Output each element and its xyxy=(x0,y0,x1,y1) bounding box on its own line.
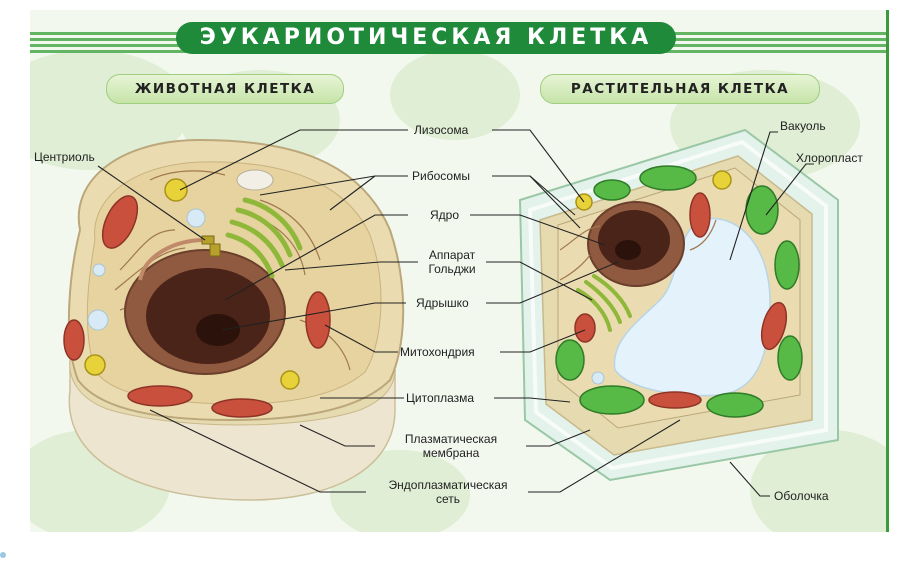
corner-dot xyxy=(0,552,6,558)
leader-vacuole xyxy=(729,131,778,261)
animal-lysosomes xyxy=(84,178,300,390)
leader-golgi-animal xyxy=(284,261,418,271)
leader-nucleus-plant xyxy=(470,214,606,246)
animal-cell xyxy=(63,138,405,501)
leader-golgi-plant xyxy=(486,261,593,301)
plant-wall-highlight xyxy=(527,139,828,471)
leader-nucleolus-animal xyxy=(221,302,406,331)
animal-nucleolus xyxy=(196,314,240,346)
animal-centriole xyxy=(201,235,221,257)
label-golgi-line-2: Гольджи xyxy=(428,262,476,276)
leader-membrane-animal xyxy=(299,424,375,447)
label-wall: Оболочка xyxy=(774,489,829,503)
leader-nucleus-animal xyxy=(224,214,408,301)
label-nucleolus: Ядрышко xyxy=(416,296,469,310)
plant-er xyxy=(559,219,717,281)
leader-centriole xyxy=(97,165,206,241)
leader-wall xyxy=(729,461,770,497)
plant-mitochondria xyxy=(574,192,788,409)
leader-cytoplasm-plant xyxy=(494,397,571,403)
label-er-line-2: сеть xyxy=(435,492,461,506)
plant-golgi xyxy=(576,274,632,332)
animal-cell-title: ЖИВОТНАЯ КЛЕТКА xyxy=(106,74,344,104)
plant-chloroplasts xyxy=(555,165,803,418)
leader-lines xyxy=(97,129,814,497)
label-ribosomes: Рибосомы xyxy=(412,169,470,183)
label-er-line-1: Эндоплазматическая xyxy=(388,478,508,492)
plant-cell-title: РАСТИТЕЛЬНАЯ КЛЕТКА xyxy=(540,74,820,104)
leader-mitochondria-animal xyxy=(324,324,398,353)
leader-lysosome-animal xyxy=(179,129,408,191)
leader-nucleolus-plant xyxy=(486,261,619,304)
animal-vesicles xyxy=(87,169,274,331)
leader-lysosome-plant xyxy=(492,129,585,203)
label-golgi: Аппарат Гольджи xyxy=(420,248,484,276)
leader-ribosomes-animal-2 xyxy=(329,175,376,211)
label-membrane-line-2: мембрана xyxy=(422,446,480,460)
label-chloroplast: Хлоропласт xyxy=(796,151,863,165)
label-nucleus: Ядро xyxy=(430,208,460,222)
label-er: Эндоплазматическая сеть xyxy=(366,478,530,506)
leader-chloroplast xyxy=(765,163,814,216)
label-golgi-line-1: Аппарат xyxy=(428,248,476,262)
label-cytoplasm: Цитоплазма xyxy=(406,391,475,405)
animal-nuclear-pore-rim xyxy=(138,238,206,281)
bg-blob xyxy=(390,50,520,140)
leader-membrane-plant xyxy=(526,429,591,447)
label-membrane-line-1: Плазматическая xyxy=(404,432,498,446)
leader-mitochondria-plant xyxy=(500,329,586,353)
label-lysosome: Лизосома xyxy=(414,123,469,137)
plant-cell xyxy=(518,128,839,482)
page-title: ЭУКАРИОТИЧЕСКАЯ КЛЕТКА xyxy=(176,22,676,54)
animal-mitochondria xyxy=(63,195,331,418)
label-plasma-membrane: Плазматическая мембрана xyxy=(376,432,526,460)
leader-er-animal xyxy=(149,409,366,493)
label-vacuole: Вакуоль xyxy=(780,119,826,133)
label-mitochondria: Митохондрия xyxy=(400,345,475,359)
animal-golgi xyxy=(225,197,303,279)
label-centriole: Центриоль xyxy=(34,150,95,164)
leader-ribosomes-plant-2 xyxy=(529,175,581,229)
leader-er-plant xyxy=(528,419,681,493)
